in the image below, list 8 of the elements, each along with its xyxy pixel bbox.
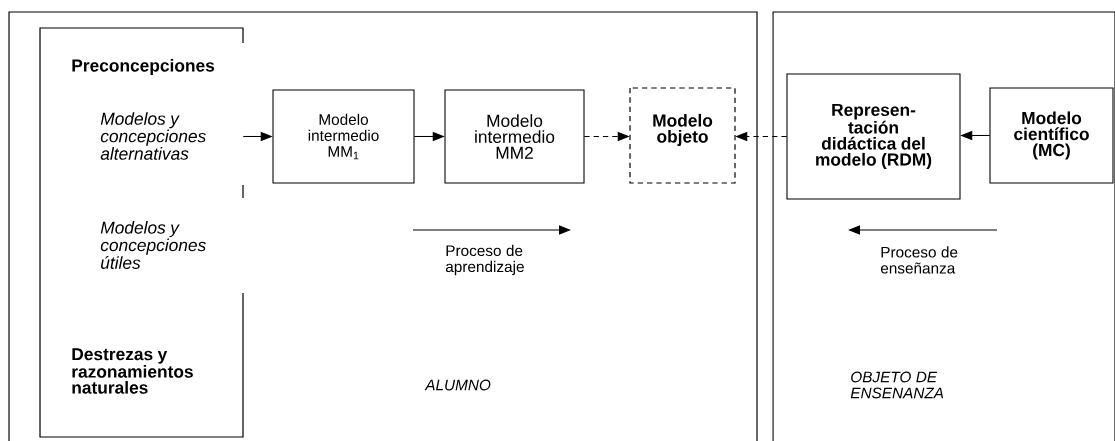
process-box: Modelo intermedio MM2 [444,89,585,184]
process-label: Proceso de aprendizaje [445,244,524,276]
process-box: Modelo intermedio MM$_{1}$ [272,89,415,184]
process-box: Represen- tación didáctica del modelo (RDM) [786,73,961,200]
process-label: Proceso de enseñanza [880,246,958,274]
process-box: Modelo objeto [629,87,736,184]
preconception-box: Preconcepciones Modelos y concepciones alternativas Modelos y concepciones útiles Destrezas y razonamientos naturales [39,27,244,438]
process-box: Modelo científico (MC) [989,87,1114,184]
